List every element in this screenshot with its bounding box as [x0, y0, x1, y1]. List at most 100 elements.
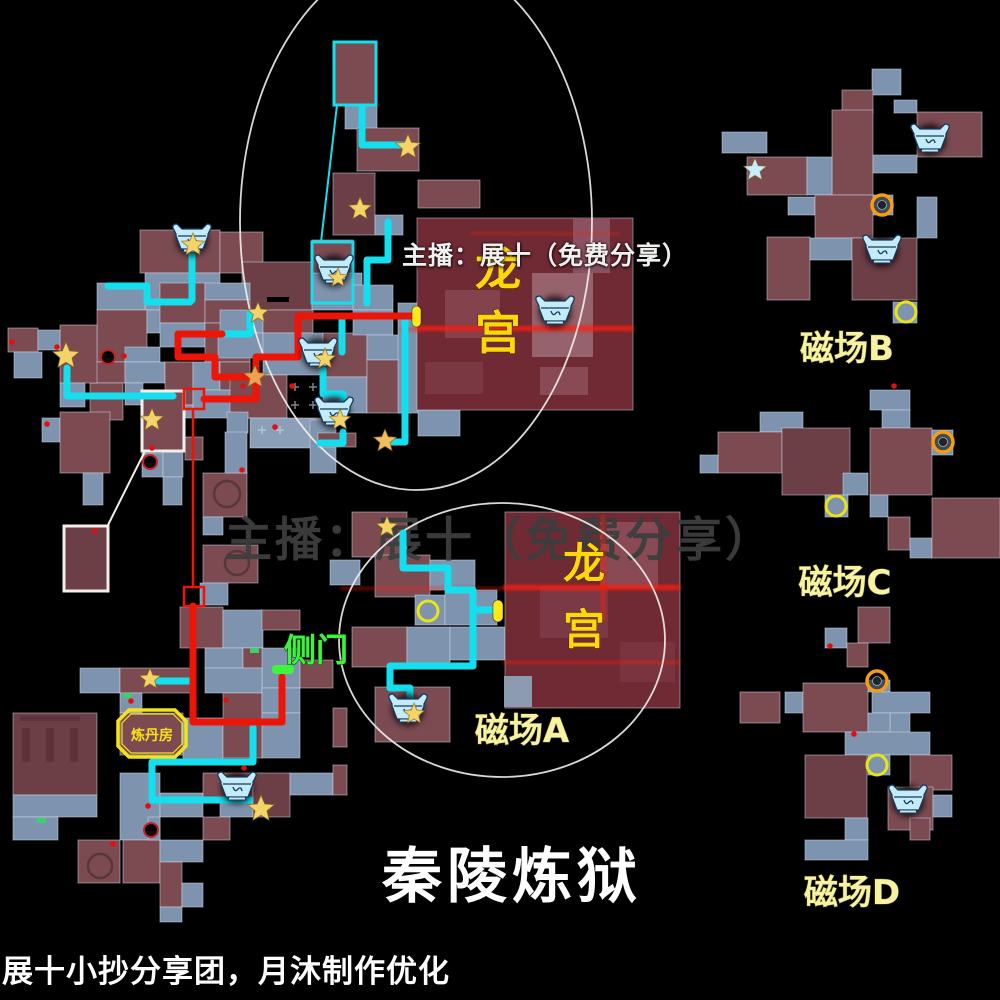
map-room: [332, 764, 348, 796]
treasure-chest-icon: [314, 254, 354, 287]
chest-emblem: [925, 138, 936, 144]
map-room: [124, 346, 161, 363]
star-marker-icon: [402, 701, 426, 724]
map-room: [162, 476, 183, 506]
hazard-dot: [851, 731, 857, 737]
map-room: [893, 99, 918, 114]
star-marker-icon: [375, 514, 399, 537]
chest-base: [227, 796, 247, 801]
star-marker-icon: [242, 363, 268, 388]
star-marker-icon: [313, 346, 337, 369]
map-room: [766, 236, 811, 301]
door-gap: [267, 297, 289, 302]
map-room: [59, 411, 111, 474]
chest-emblem: [903, 799, 914, 805]
hazard-dot: [110, 841, 116, 847]
chest-base: [920, 148, 940, 153]
forbidden-marker-cap: [102, 351, 114, 358]
map-room: [449, 626, 506, 661]
hazard-dot: [240, 383, 246, 389]
star-marker-icon: [372, 427, 398, 452]
map-room: [124, 361, 166, 384]
laser-beam: [400, 328, 420, 331]
map-room: [844, 817, 869, 841]
field-a-label: 磁场A: [475, 711, 570, 751]
hazard-dot: [289, 383, 295, 389]
map-room: [417, 409, 461, 437]
laser-beam: [417, 326, 633, 331]
star-marker-icon: [246, 300, 270, 323]
green-chip: [37, 818, 46, 823]
chest-base: [898, 809, 918, 814]
map-room: [831, 109, 874, 196]
map-room: [406, 626, 451, 668]
map-room: [909, 817, 931, 841]
orange-ring-core: [877, 200, 887, 210]
star-marker-icon: [246, 793, 276, 822]
route-cyan: [316, 428, 347, 447]
forbidden-marker-cap: [145, 824, 157, 831]
route-cyan: [363, 218, 392, 307]
map-room: [871, 68, 902, 96]
map-room: [909, 754, 953, 791]
floor-emblem: [212, 479, 242, 509]
grid-plus-mark: [291, 401, 299, 409]
route-red: [200, 312, 421, 403]
room-panel: [22, 728, 30, 762]
map-room: [77, 839, 121, 884]
map-room: [804, 754, 868, 819]
yellow-ring-marker: [416, 599, 440, 623]
room-panel: [504, 676, 532, 707]
callout-rect: [140, 389, 186, 453]
map-room: [869, 494, 889, 518]
room-panel: [46, 728, 54, 762]
room-panel: [540, 586, 608, 638]
map-room: [204, 282, 251, 301]
map-room: [179, 606, 224, 649]
map-room: [159, 906, 183, 923]
map-room: [122, 839, 161, 884]
map-room: [809, 237, 853, 261]
map-room: [37, 329, 61, 351]
side-door-label: 侧门: [284, 631, 348, 669]
map-room: [181, 882, 204, 908]
map-room: [299, 659, 334, 689]
route-red: [174, 330, 260, 381]
map-room: [846, 642, 869, 668]
route-cyan: [386, 606, 477, 704]
map-room: [844, 731, 931, 756]
map-room: [352, 284, 394, 311]
orange-ring-core: [872, 676, 882, 686]
map-room: [806, 156, 833, 196]
map-room: [159, 839, 204, 863]
alchemy-room-label: 炼丹房: [131, 727, 173, 744]
map-room: [204, 667, 263, 694]
map-room: [931, 497, 1000, 559]
hazard-dot: [827, 643, 833, 649]
map-room: [162, 449, 184, 478]
chest-base: [872, 259, 892, 264]
treasure-chest-icon: [910, 123, 950, 156]
map-room: [784, 691, 804, 714]
hazard-dot: [239, 467, 245, 473]
chest-emblem: [550, 310, 561, 316]
grid-plus-mark: [309, 401, 317, 409]
floor-emblem: [86, 852, 114, 880]
callout-rect: [332, 40, 378, 107]
chest-emblem: [877, 249, 888, 255]
map-room: [12, 794, 98, 818]
map-room: [64, 526, 108, 591]
map-room: [717, 431, 783, 474]
map-room: [12, 816, 59, 841]
map-room: [224, 431, 248, 474]
map-room: [202, 816, 231, 841]
callout-rect: [310, 240, 355, 305]
map-room: [252, 772, 291, 818]
star-marker-icon: [180, 231, 206, 256]
green-chip: [250, 648, 259, 653]
route-cyan: [148, 723, 257, 804]
alchemy-room-outline: [116, 708, 188, 759]
map-room: [334, 42, 376, 106]
